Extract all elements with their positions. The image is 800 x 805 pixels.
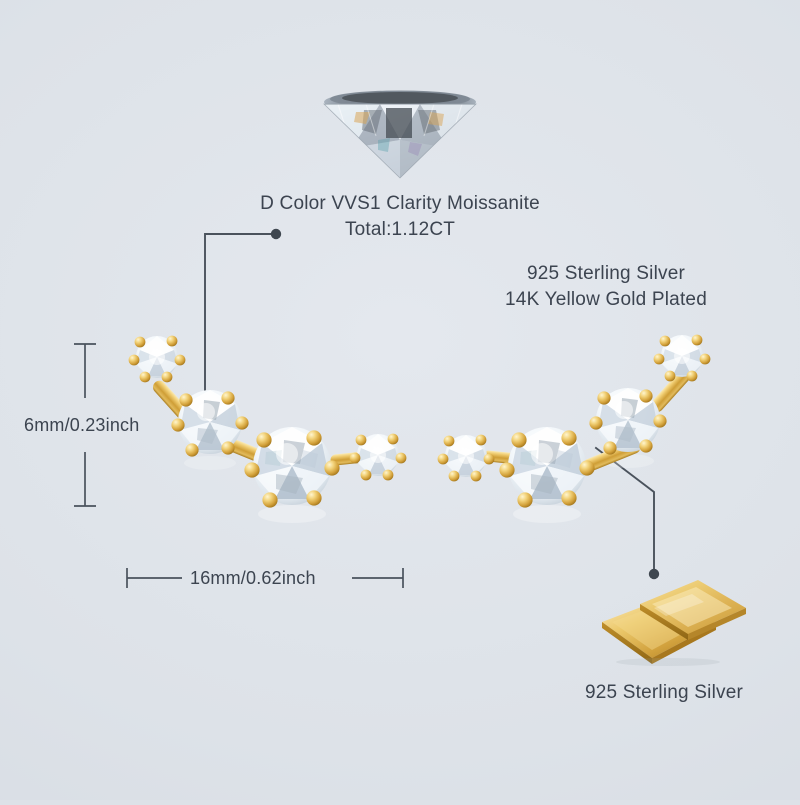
gem-callout-line1: D Color VVS1 Clarity Moissanite bbox=[260, 193, 540, 214]
width-dimension-label: 16mm/0.62inch bbox=[190, 568, 316, 588]
height-dimension-rule bbox=[74, 343, 96, 507]
gem-callout-line2: Total:1.12CT bbox=[344, 219, 456, 240]
brilliant-cut-diamond-image bbox=[318, 78, 482, 182]
metal-callout-text: 925 Sterling Silver 14K Yellow Gold Plat… bbox=[505, 261, 707, 313]
gold-plated-bars-image bbox=[596, 578, 752, 666]
width-dimension-rule bbox=[126, 568, 404, 588]
metal-callout-line1: 925 Sterling Silver bbox=[527, 263, 685, 284]
gem-callout-text: D Color VVS1 Clarity Moissanite Total:1.… bbox=[260, 191, 540, 243]
gem-leader-line bbox=[204, 233, 277, 393]
plates-leader-line bbox=[594, 446, 655, 573]
height-dimension-label: 6mm/0.23inch bbox=[24, 415, 140, 435]
gem-leader-dot bbox=[270, 228, 282, 240]
plates-callout-text: 925 Sterling Silver bbox=[585, 680, 743, 706]
plates-leader-dot bbox=[648, 568, 660, 580]
plates-callout-line1: 925 Sterling Silver bbox=[585, 682, 743, 703]
metal-callout-line2: 14K Yellow Gold Plated bbox=[505, 289, 707, 310]
gold-plate-back bbox=[640, 580, 746, 640]
